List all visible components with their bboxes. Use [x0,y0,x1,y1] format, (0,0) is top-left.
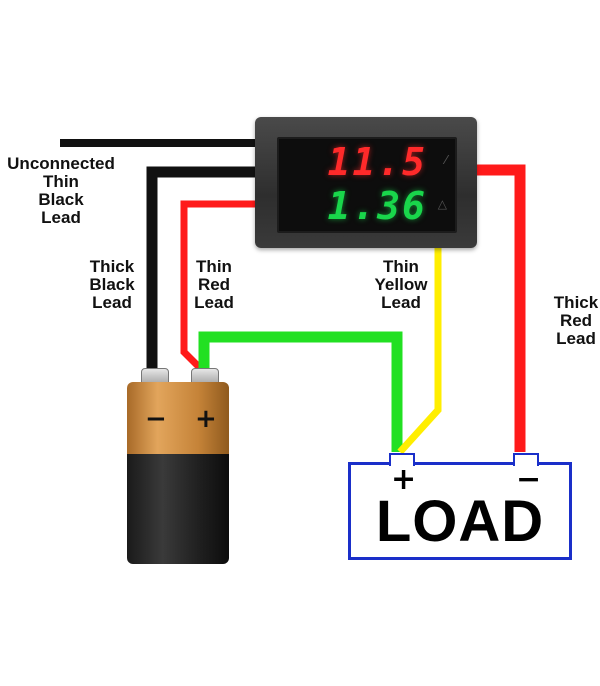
label-line: Red [559,311,593,330]
load-label: LOAD [375,489,545,554]
label-unconnected-thin-black-lead: Unconnected Thin Black Lead [2,155,120,227]
label-line: Red [197,275,231,294]
label-thick-red-lead: Thick Red Lead [548,294,600,348]
battery-body [127,454,229,564]
thin-red-wire [180,200,262,375]
label-thick-black-lead: Thick Black Lead [84,258,140,312]
label-line: Unconnected [7,154,115,173]
yellow-wire [397,248,442,455]
load-negative-terminal [513,453,539,466]
battery-top-wrap: − + [127,382,229,456]
label-line: Lead [92,293,132,312]
label-line: Lead [381,293,421,312]
voltmeter-ammeter: 11.5 1.36 ⁄ △ [255,117,477,248]
label-line: Lead [556,329,596,348]
label-line: Thin [196,257,232,276]
label-line: Thick [553,293,599,312]
amp-unit-icon: △ [437,197,447,211]
thick-black-wire [146,166,262,372]
label-line: Thin [43,172,79,191]
current-readout: 1.36 [327,184,427,228]
battery-minus-sign: − [145,404,167,434]
label-thin-red-lead: Thin Red Lead [186,258,242,312]
label-line: Yellow [374,275,428,294]
load-plus-sign: + [391,462,417,497]
voltage-readout: 11.5 [327,140,427,184]
battery-plus-sign: + [195,404,217,434]
thick-red-wire [470,164,526,452]
label-line: Black [89,275,135,294]
battery: − + [127,368,229,564]
green-wire [198,331,403,452]
meter-display: 11.5 1.36 ⁄ △ [277,137,457,233]
label-line: Lead [194,293,234,312]
label-line: Lead [41,208,81,227]
load-minus-sign: − [516,462,542,497]
label-thin-yellow-lead: Thin Yellow Lead [368,258,434,312]
load-box: + − LOAD [348,453,572,560]
label-line: Black [38,190,84,209]
label-line: Thin [383,257,419,276]
load-positive-terminal [389,453,415,466]
label-line: Thick [89,257,135,276]
volt-unit-icon: ⁄ [444,153,447,167]
